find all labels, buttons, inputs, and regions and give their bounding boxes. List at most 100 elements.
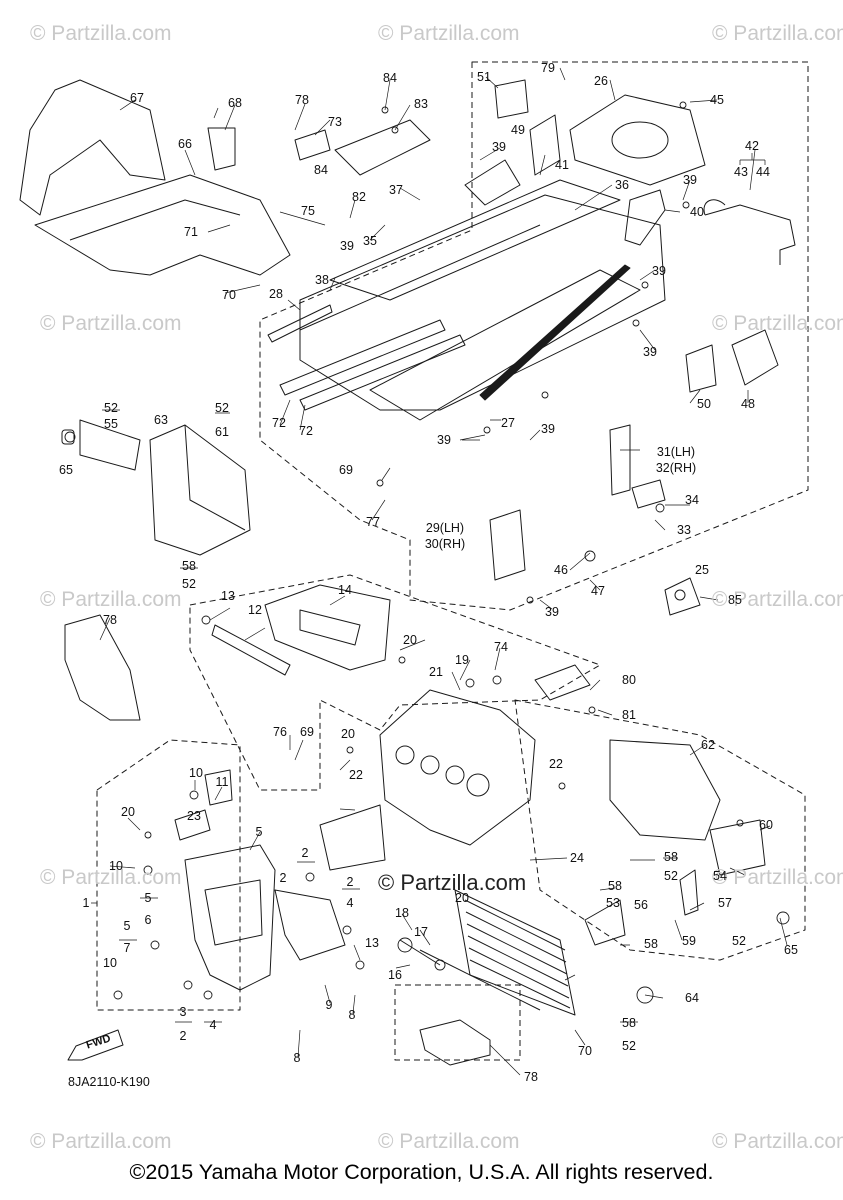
callout-31-lh: 31(LH)	[656, 444, 696, 459]
lower-mid-dashed-outline	[394, 984, 521, 1061]
heat-exchanger	[454, 889, 576, 1016]
watermark: © Partzilla.com	[712, 22, 843, 45]
leader-lines	[99, 67, 788, 1076]
callout-7: 7	[123, 940, 131, 955]
tunnel-inner-edge	[299, 224, 541, 331]
bulkhead-hole-2	[420, 755, 440, 775]
plate-80	[534, 664, 591, 701]
callout-20: 20	[403, 632, 417, 647]
lower-front-dashed-outline	[189, 574, 601, 791]
callout-55: 55	[104, 416, 118, 431]
bracket-57	[679, 869, 699, 916]
callout-1: 1	[82, 895, 90, 910]
callout-47: 47	[591, 583, 605, 598]
skid-plate-62	[609, 739, 721, 841]
callout-77: 77	[366, 514, 380, 529]
watermark: © Partzilla.com	[40, 312, 182, 335]
callout-10: 10	[103, 955, 117, 970]
callout-11: 11	[215, 774, 229, 789]
callout-10: 10	[189, 765, 203, 780]
fitting-78-lower	[419, 1019, 491, 1066]
callout-39: 39	[437, 432, 451, 447]
lower-right-dashed-outline	[514, 699, 806, 961]
callout-27: 27	[501, 415, 515, 430]
bracket-51	[494, 79, 529, 119]
callout-49: 49	[511, 122, 525, 137]
callout-29-lh: 29(LH)	[425, 520, 465, 535]
callout-5: 5	[144, 890, 152, 905]
watermark: © Partzilla.com	[40, 588, 182, 611]
callout-78: 78	[295, 92, 309, 107]
callout-75: 75	[301, 203, 315, 218]
bracket-85	[664, 577, 701, 616]
rail-72-right	[299, 334, 466, 411]
callout-5: 5	[123, 918, 131, 933]
watermark: © Partzilla.com	[378, 22, 520, 45]
callout-brackets	[91, 153, 766, 1023]
frame-14-inner	[299, 609, 361, 646]
callout-4: 4	[346, 895, 354, 910]
watermark: © Partzilla.com	[378, 1130, 520, 1153]
callout-53: 53	[606, 895, 620, 910]
plate-78-left	[64, 614, 141, 721]
callout-23: 23	[187, 808, 201, 823]
callout-70: 70	[578, 1043, 592, 1058]
rail-28	[267, 304, 333, 343]
callout-5: 5	[255, 824, 263, 839]
handle-42	[704, 204, 796, 265]
callout-64: 64	[685, 990, 699, 1005]
rear-plate-cutout	[611, 121, 669, 159]
callout-20: 20	[121, 804, 135, 819]
callout-4: 4	[209, 1017, 217, 1032]
bracket-85-hole	[674, 589, 686, 601]
mount-63	[149, 424, 251, 556]
handle-42-tube	[703, 199, 726, 216]
bracket-53	[584, 899, 626, 946]
callout-18: 18	[395, 905, 409, 920]
watermark: © Partzilla.com	[40, 866, 182, 889]
callout-83: 83	[414, 96, 428, 111]
bracket-31	[609, 424, 631, 496]
bracket-73	[294, 129, 331, 161]
callout-24: 24	[570, 850, 584, 865]
rail-72-left	[279, 319, 446, 396]
callout-74: 74	[494, 639, 508, 654]
bulkhead-hole-3	[445, 765, 465, 785]
mount-63-side	[184, 424, 246, 531]
callout-36: 36	[615, 177, 629, 192]
watermark: © Partzilla.com	[712, 1130, 843, 1153]
callout-52: 52	[182, 576, 196, 591]
callout-69: 69	[339, 462, 353, 477]
callout-62: 62	[701, 737, 715, 752]
callout-80: 80	[622, 672, 636, 687]
copyright-notice: ©2015 Yamaha Motor Corporation, U.S.A. A…	[129, 1160, 714, 1184]
callout-25: 25	[695, 562, 709, 577]
callout-60: 60	[759, 817, 773, 832]
callout-48: 48	[741, 396, 755, 411]
frame-assembly-dashed-outline	[259, 61, 809, 611]
callout-13: 13	[365, 935, 379, 950]
callout-54: 54	[713, 868, 727, 883]
callout-85: 85	[728, 592, 742, 607]
callout-39: 39	[545, 604, 559, 619]
callout-57: 57	[718, 895, 732, 910]
callout-10: 10	[109, 858, 123, 873]
callout-82: 82	[352, 189, 366, 204]
front-frame-1-inner	[204, 879, 263, 946]
callout-67: 67	[130, 90, 144, 105]
heat-exchanger-fins	[464, 899, 571, 1009]
callout-44: 44	[756, 164, 770, 179]
callout-52: 52	[104, 400, 118, 415]
callout-16: 16	[388, 967, 402, 982]
callout-39: 39	[340, 238, 354, 253]
bracket-68	[207, 127, 236, 171]
callout-17: 17	[414, 924, 428, 939]
callout-39: 39	[492, 139, 506, 154]
front-frame-brace	[274, 889, 346, 961]
shaft-17	[419, 949, 541, 1011]
callout-2: 2	[346, 874, 354, 889]
callout-12: 12	[248, 602, 262, 617]
callout-35: 35	[363, 233, 377, 248]
hose-16	[399, 939, 441, 966]
